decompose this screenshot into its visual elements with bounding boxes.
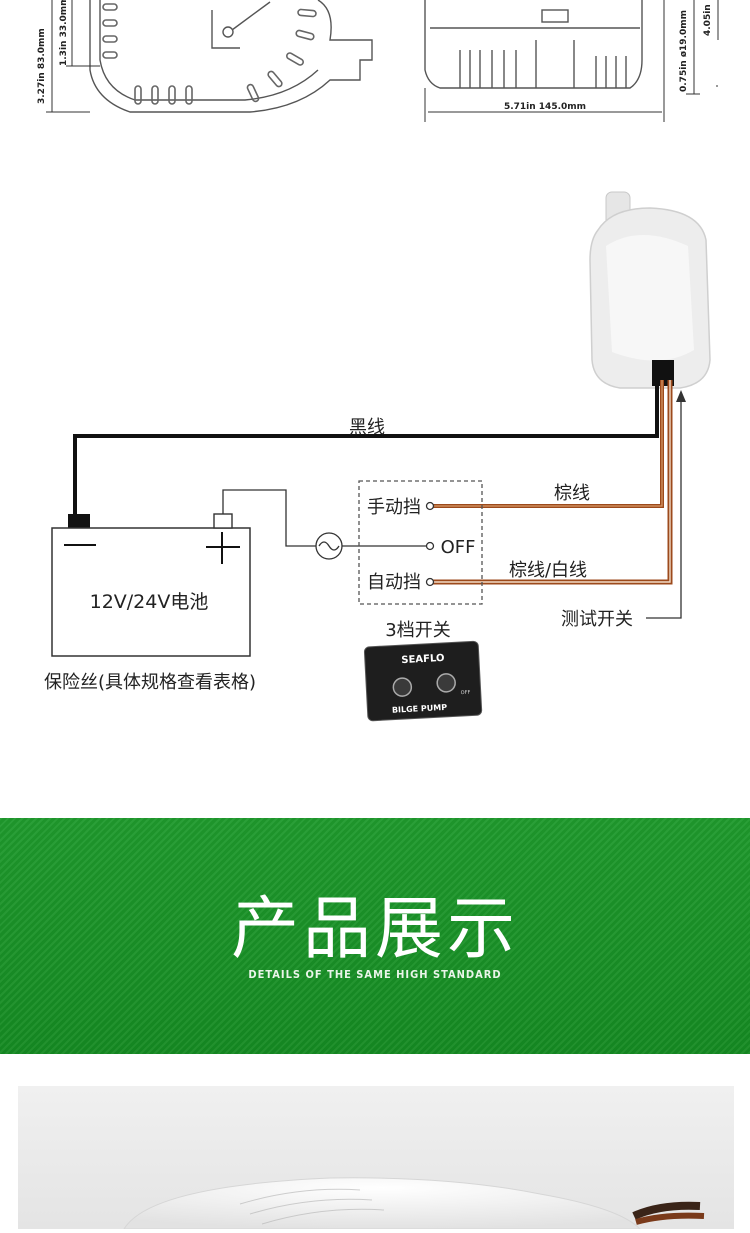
pump-side-view [424, 0, 643, 89]
test-switch-label: 测试开关 [561, 609, 633, 630]
dimension-drawing: 3.27in 83.0mm 1.3in 33.0mm 0.75in ø19.0m… [37, 0, 719, 122]
black-wire-label: 黑线 [349, 417, 385, 438]
black-wire [73, 375, 659, 516]
battery-negative-terminal [68, 514, 90, 528]
fuse-note: 保险丝(具体规格查看表格) [44, 672, 256, 693]
brown-white-wire [432, 380, 673, 585]
banner-title: 产品展示 [230, 890, 519, 969]
panel-knob-left [392, 677, 413, 697]
product-photo-art [18, 1086, 734, 1230]
switch-caption: 3档开关 [385, 620, 450, 641]
battery-plus-sign [206, 532, 240, 564]
banner-subtitle: DETAILS OF THE SAME HIGH STANDARD [248, 968, 502, 981]
fuse-symbol-wave [318, 541, 340, 551]
dim-left-outer: 3.27in 83.0mm [37, 28, 47, 104]
dim-bottom-width: 5.71in 145.0mm [504, 102, 586, 112]
battery-positive-terminal [213, 513, 233, 529]
test-switch-line [646, 395, 682, 619]
pump-top-view-ribs [102, 3, 317, 105]
pump-illustration [589, 191, 711, 389]
panel-knob-right [436, 673, 456, 693]
fuse-wire [222, 489, 316, 547]
dim-left-inner: 1.3in 33.0mm [59, 0, 69, 66]
off-label: OFF [441, 537, 476, 558]
dim-right-height: 4.05in [703, 4, 713, 36]
right-dimension-lines [424, 0, 719, 122]
brown-wire-label: 棕线 [554, 483, 590, 504]
test-switch-arrow [676, 390, 686, 402]
panel-off-label: OFF [461, 690, 471, 697]
off-contact [425, 541, 435, 551]
left-dimension-lines [46, 0, 100, 113]
manual-gear-label: 手动挡 [367, 497, 421, 518]
product-photo [0, 1054, 750, 1230]
panel-brand: SEAFLO [401, 653, 445, 666]
product-display-banner: 产品展示 DETAILS OF THE SAME HIGH STANDARD [0, 818, 750, 1054]
brown-wire [432, 380, 664, 508]
dim-right-outlet: 0.75in ø19.0mm [679, 10, 689, 92]
panel-label: BILGE PUMP [392, 703, 448, 715]
brown-white-wire-label: 棕线/白线 [509, 560, 587, 581]
pump-top-view [89, 0, 373, 113]
battery-label: 12V/24V电池 [90, 591, 209, 613]
auto-contact [425, 577, 435, 587]
wiring-diagram: 黑线 棕线 棕线/白线 测试开关 手动挡 OFF 自动挡 3档开关 12V/24… [43, 191, 711, 722]
manual-contact [425, 501, 435, 511]
switch-panel: SEAFLO OFF BILGE PUMP [363, 640, 483, 722]
switch-box [358, 480, 483, 605]
auto-gear-label: 自动挡 [367, 572, 421, 593]
battery-box [51, 527, 251, 657]
